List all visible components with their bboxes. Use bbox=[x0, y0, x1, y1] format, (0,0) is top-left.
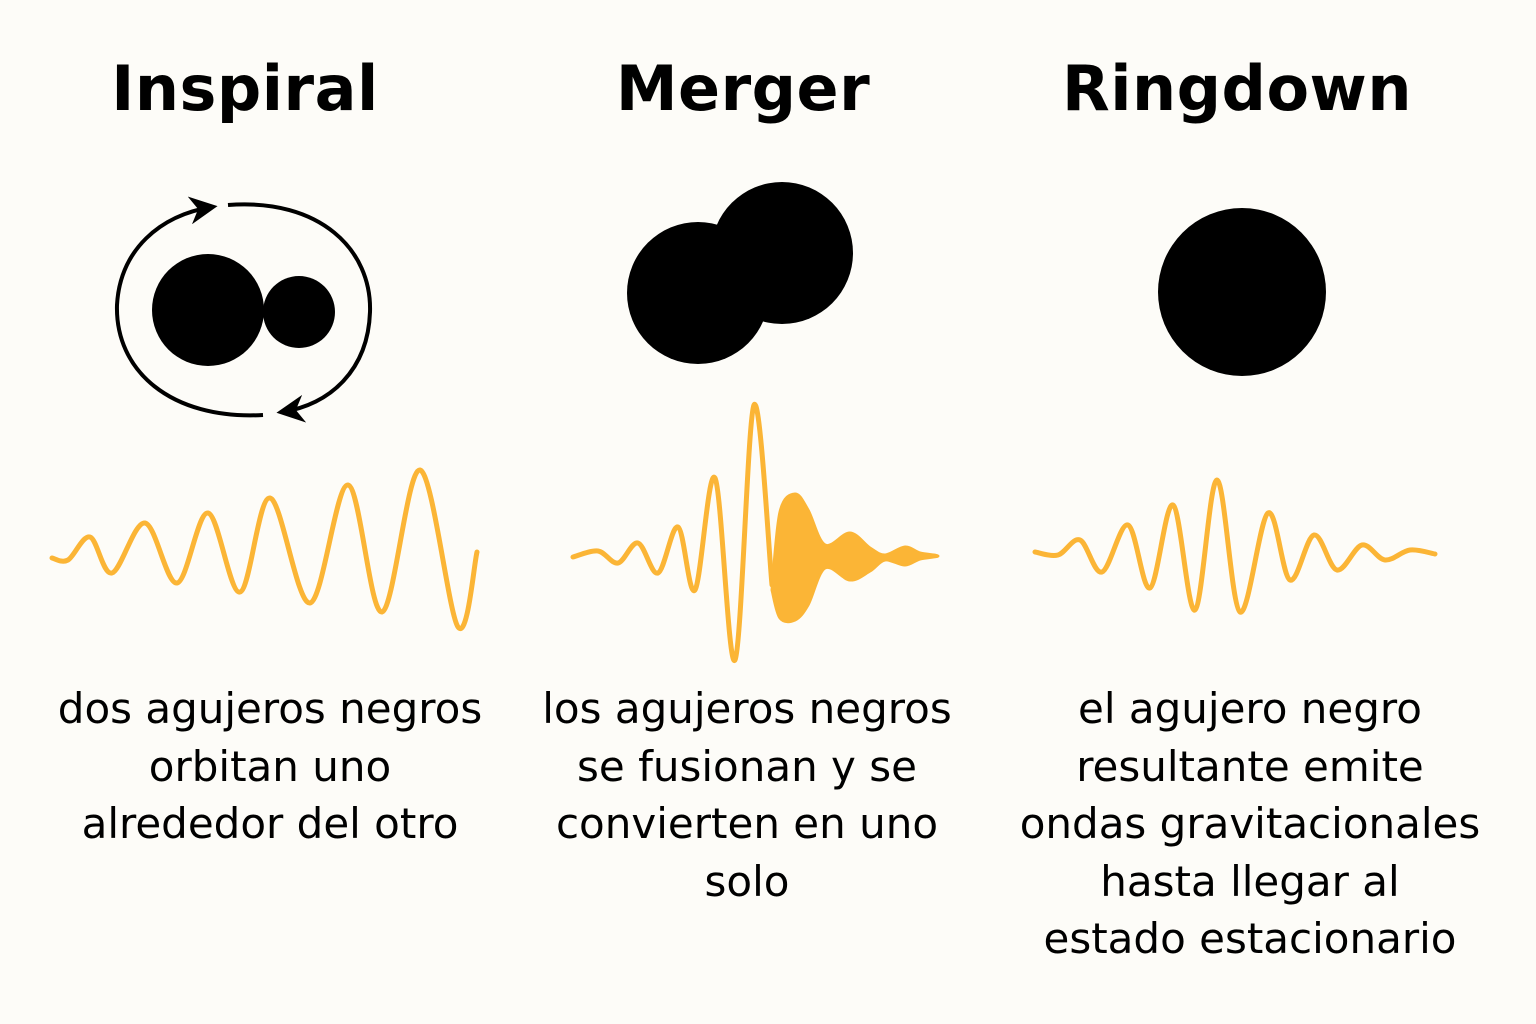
merger-waveform-envelope bbox=[770, 492, 940, 624]
stage-title-ringdown: Ringdown bbox=[1062, 52, 1412, 125]
ringdown-waveform bbox=[1032, 477, 1438, 615]
description-line: el agujero negro bbox=[1078, 684, 1422, 733]
stage-description-inspiral: dos agujeros negros orbitan uno alrededo… bbox=[20, 680, 520, 853]
orbit-arrow-icon bbox=[114, 196, 264, 418]
stage-title-merger: Merger bbox=[615, 52, 871, 125]
description-line: hasta llegar al bbox=[1100, 856, 1400, 906]
stage-description-merger: los agujeros negros se fusionan y se con… bbox=[497, 680, 997, 910]
black-hole-small bbox=[263, 276, 335, 348]
inspiral-waveform bbox=[49, 467, 480, 632]
description-line: convierten en uno bbox=[555, 799, 939, 848]
stage-description-ringdown: el agujero negro resultante emite ondas … bbox=[1000, 680, 1500, 968]
description-line: resultante emite bbox=[1076, 741, 1424, 791]
stage-title-inspiral: Inspiral bbox=[111, 52, 379, 125]
description-line: se fusionan y se bbox=[577, 741, 917, 791]
orbit-arrow-icon bbox=[227, 202, 373, 423]
black-hole-large bbox=[152, 254, 264, 366]
description-line: estado estacionario bbox=[1043, 914, 1457, 963]
description-line: ondas gravitacionales bbox=[1019, 799, 1481, 848]
description-line: dos agujeros negros bbox=[57, 684, 483, 733]
merger-waveform bbox=[570, 402, 775, 663]
description-line: los agujeros negros bbox=[542, 684, 952, 733]
merging-black-hole bbox=[711, 182, 853, 324]
description-line: solo bbox=[704, 856, 790, 906]
description-line: orbitan uno bbox=[148, 741, 392, 791]
final-black-hole bbox=[1158, 208, 1326, 376]
description-line: alrededor del otro bbox=[81, 799, 459, 848]
